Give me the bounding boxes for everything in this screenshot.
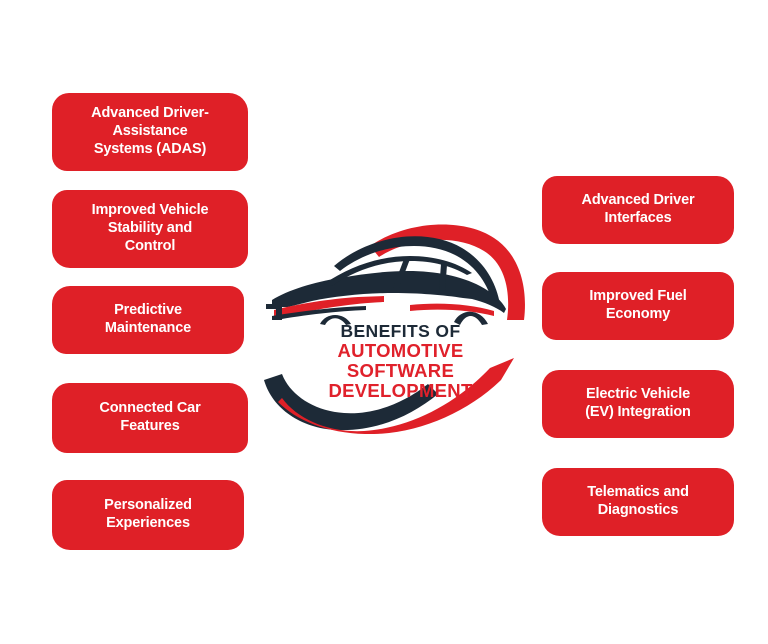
benefit-item-connected-car[interactable]: Connected Car Features — [52, 383, 248, 453]
benefit-item-personalized-experiences[interactable]: Personalized Experiences — [52, 480, 244, 550]
benefit-item-adas[interactable]: Advanced Driver- Assistance Systems (ADA… — [52, 93, 248, 171]
benefit-label: Connected Car Features — [99, 400, 201, 434]
benefit-label: Electric Vehicle (EV) Integration — [585, 386, 691, 420]
benefit-label: Improved Vehicle Stability and Control — [91, 202, 209, 254]
benefit-label: Advanced Driver- Assistance Systems (ADA… — [91, 105, 209, 157]
benefit-item-telematics-diagnostics[interactable]: Telematics and Diagnostics — [542, 468, 734, 536]
benefit-item-stability[interactable]: Improved Vehicle Stability and Control — [52, 190, 248, 268]
benefit-item-predictive-maintenance[interactable]: Predictive Maintenance — [52, 286, 244, 354]
benefit-item-driver-interfaces[interactable]: Advanced Driver Interfaces — [542, 176, 734, 244]
benefit-label: Improved Fuel Economy — [589, 288, 687, 322]
benefit-label: Advanced Driver Interfaces — [581, 192, 695, 226]
benefit-label: Telematics and Diagnostics — [587, 484, 689, 518]
sports-car-silhouette-icon — [258, 212, 543, 434]
benefit-label: Personalized Experiences — [104, 497, 192, 531]
benefit-item-fuel-economy[interactable]: Improved Fuel Economy — [542, 272, 734, 340]
benefit-label: Predictive Maintenance — [104, 302, 192, 336]
benefit-item-ev-integration[interactable]: Electric Vehicle (EV) Integration — [542, 370, 734, 438]
